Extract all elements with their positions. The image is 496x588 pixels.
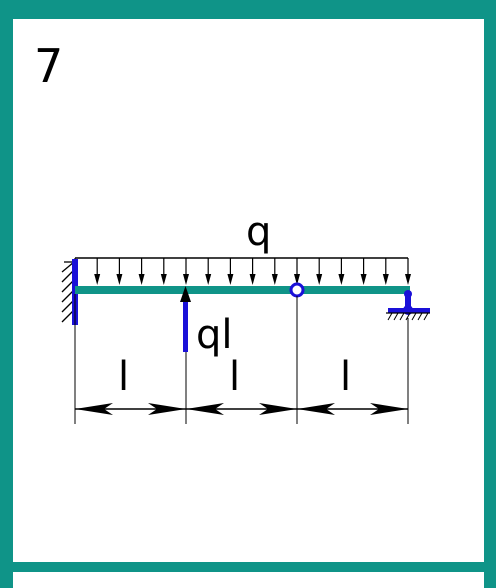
load-arrow-head [249,274,256,285]
load-arrow-head [205,274,212,285]
force-label: ql [196,312,233,358]
load-arrows [72,258,411,285]
load-arrow-head [382,274,389,285]
span-label-2: l [229,354,240,400]
load-arrow-head [160,274,167,285]
load-arrow-head [227,274,234,285]
distributed-load: q [72,209,411,285]
dimension-lines [74,294,409,424]
load-arrow-head [271,274,278,285]
beam [75,286,410,294]
span-label-3: l [340,354,351,400]
load-arrow-head [116,274,123,285]
load-arrow-head [316,274,323,285]
load-arrow-head [94,274,101,285]
hinge [289,282,305,298]
point-force: ql [180,286,233,358]
span-label-1: l [118,354,129,400]
load-arrow-head [338,274,345,285]
task-number: 7 [34,39,63,93]
pin-support [386,290,430,321]
load-arrow-head [138,274,145,285]
load-arrow-head [183,274,189,285]
load-label: q [246,209,271,255]
load-arrow-head [405,274,411,285]
load-arrow-head [294,274,300,285]
force-arrowhead [180,286,191,302]
load-arrow-head [360,274,367,285]
